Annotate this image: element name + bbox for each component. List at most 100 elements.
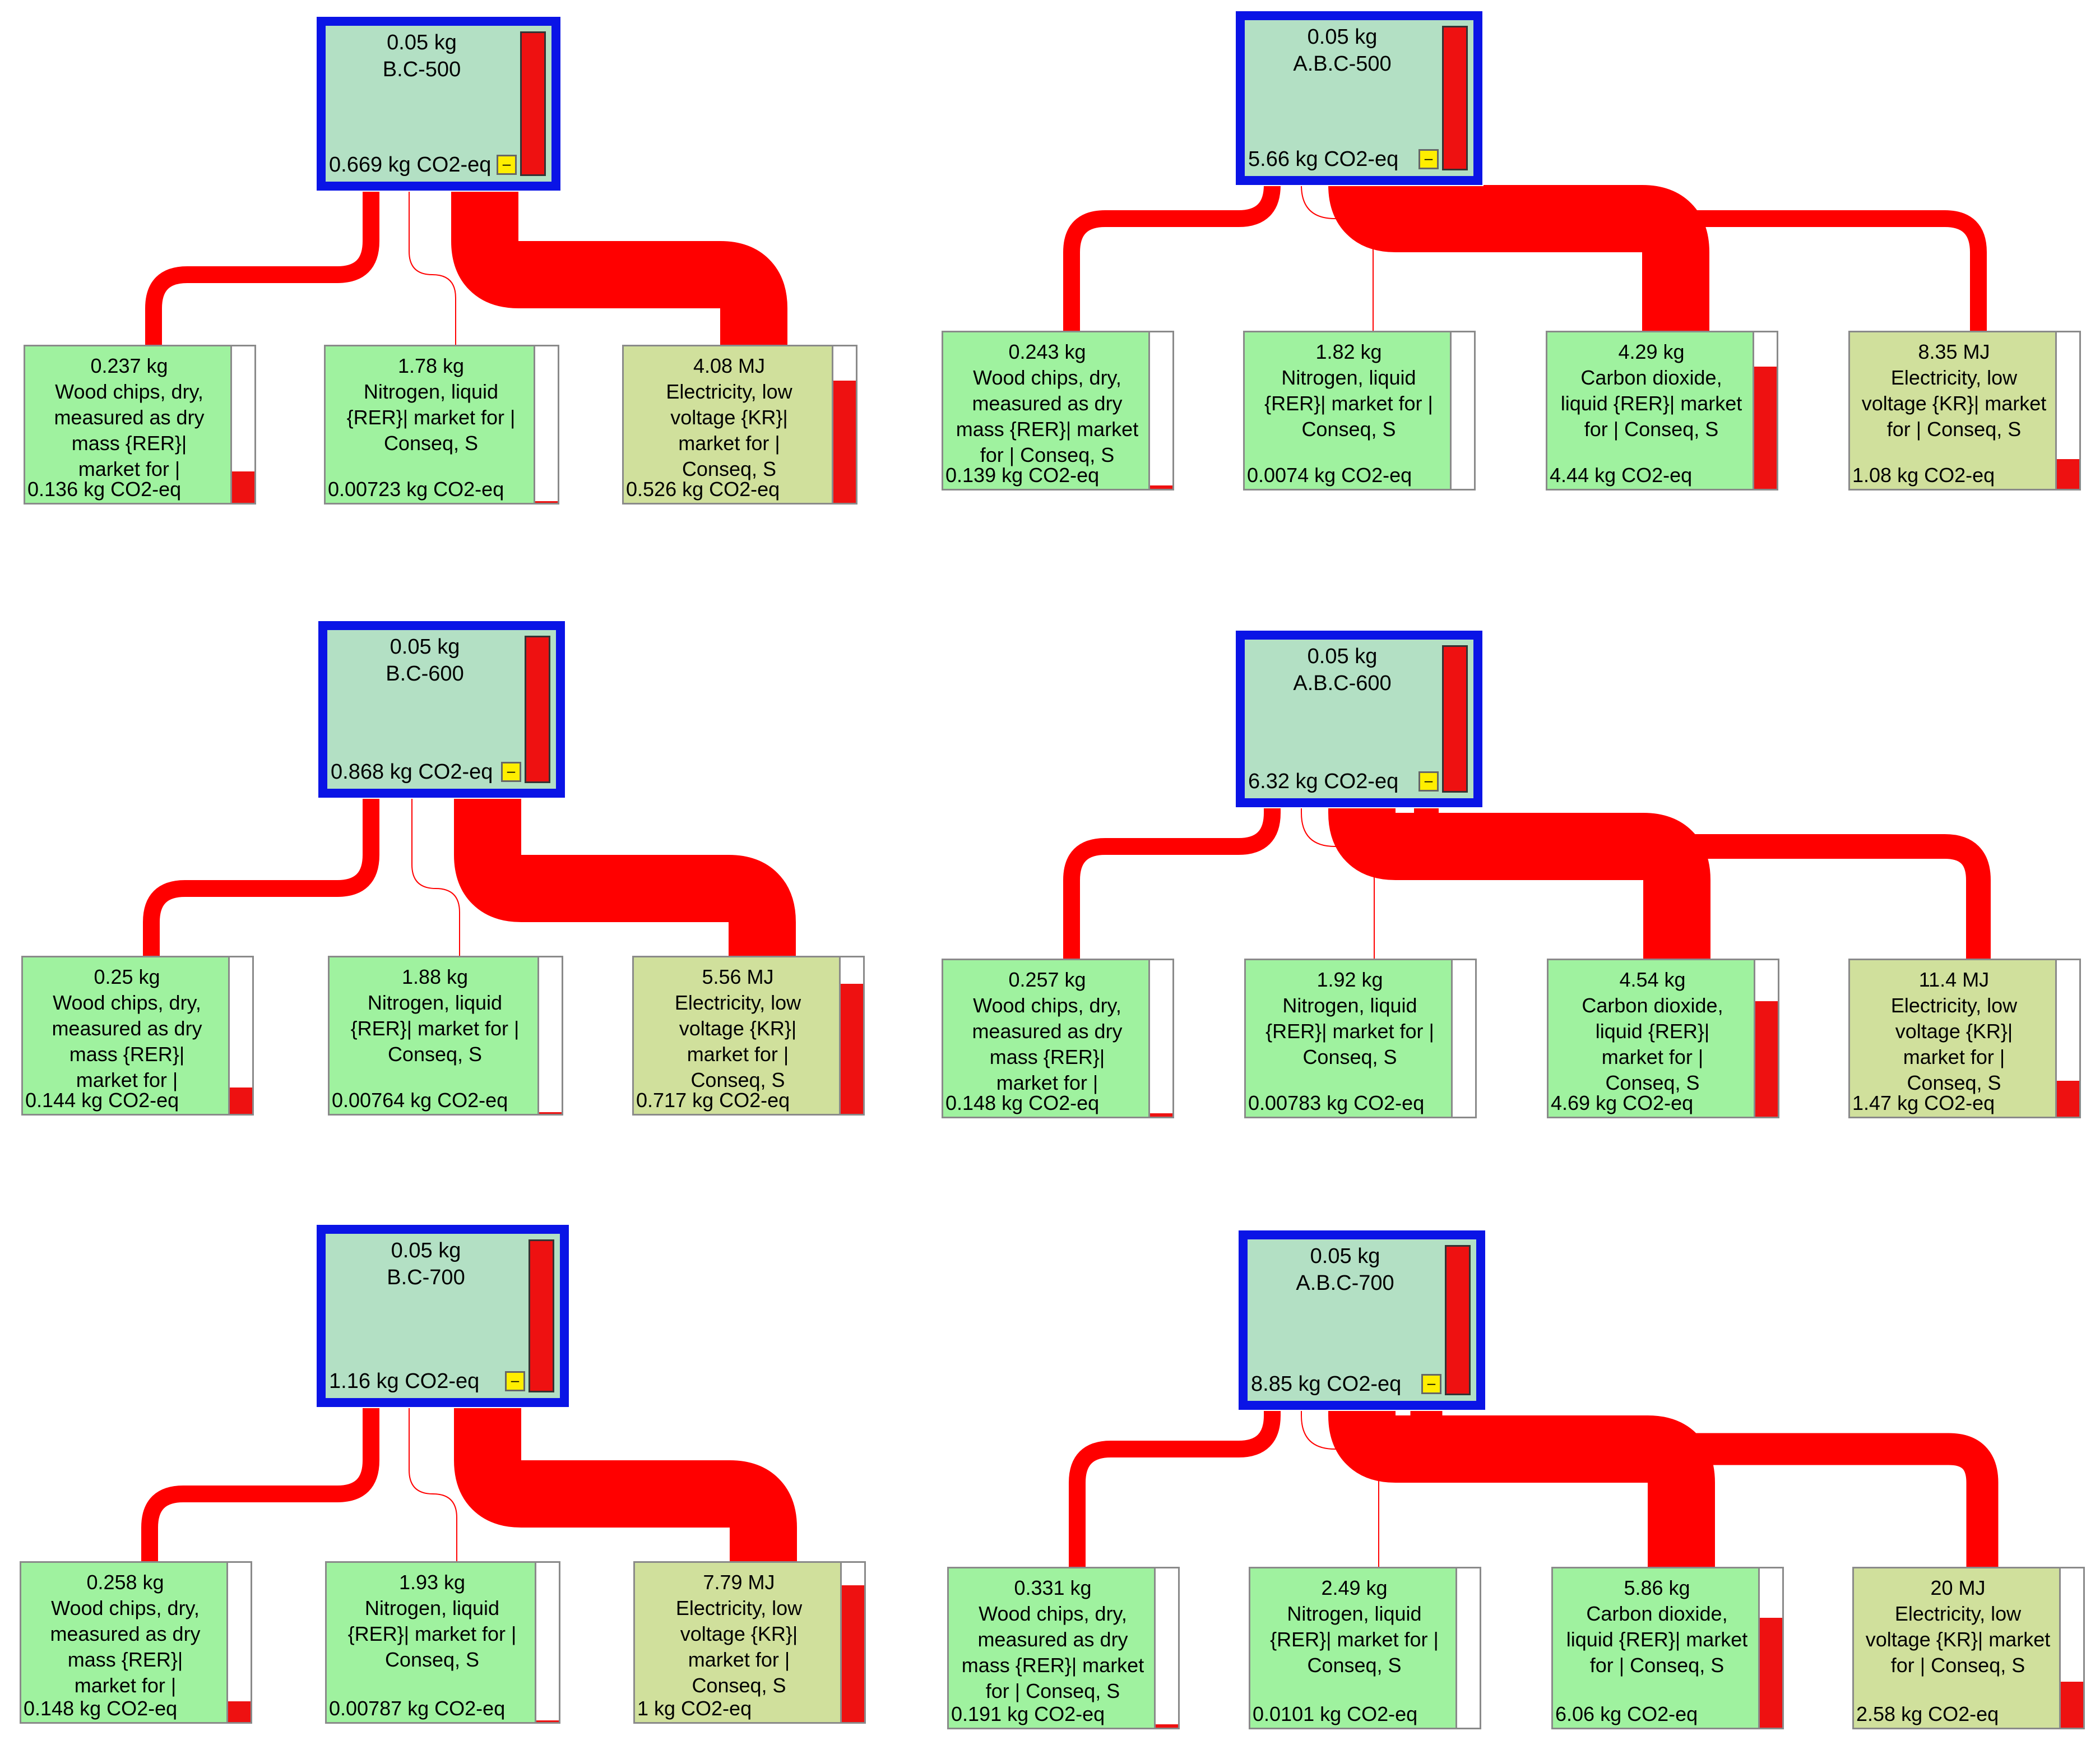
child-impact-1-1: 0.0074 kg CO2-eq bbox=[1247, 464, 1412, 487]
flow-line-3-3 bbox=[1414, 800, 1991, 964]
child-impact-bar-3-0 bbox=[1148, 960, 1172, 1117]
child-impact-bar-3-2-fill bbox=[1755, 1001, 1778, 1117]
child-impact-bar-1-3-fill bbox=[2057, 459, 2079, 489]
collapse-button-4[interactable]: – bbox=[505, 1371, 525, 1391]
child-name-0-0: Wood chips, dry, measured as dry mass {R… bbox=[54, 380, 205, 480]
root-impact-bar-3 bbox=[1442, 645, 1468, 793]
child-process-2-0[interactable]: 0.25 kg Wood chips, dry, measured as dry … bbox=[21, 956, 254, 1116]
collapse-button-5[interactable]: – bbox=[1421, 1374, 1441, 1394]
child-amount-5-0: 0.331 kg bbox=[1014, 1576, 1092, 1599]
child-impact-bar-2-2 bbox=[839, 957, 863, 1114]
flow-line-1-3 bbox=[1418, 177, 1987, 336]
child-impact-0-1: 0.00723 kg CO2-eq bbox=[328, 478, 504, 501]
child-name-2-1: Nitrogen, liquid {RER}| market for | Con… bbox=[350, 991, 520, 1066]
root-label-1: 0.05 kg A.B.C-500 bbox=[1245, 24, 1440, 77]
child-name-5-3: Electricity, low voltage {KR}| market fo… bbox=[1865, 1602, 2051, 1677]
flow-line-2-1 bbox=[411, 792, 460, 961]
child-impact-5-3: 2.58 kg CO2-eq bbox=[1856, 1702, 1999, 1725]
flow-line-2-2 bbox=[454, 792, 796, 961]
child-process-0-1[interactable]: 1.78 kg Nitrogen, liquid {RER}| market fo… bbox=[324, 345, 559, 505]
child-amount-2-0: 0.25 kg bbox=[94, 965, 160, 988]
root-impact-bar-2 bbox=[525, 636, 550, 783]
child-amount-3-1: 1.92 kg bbox=[1316, 968, 1383, 991]
child-impact-3-3: 1.47 kg CO2-eq bbox=[1852, 1091, 1995, 1114]
child-amount-5-2: 5.86 kg bbox=[1624, 1576, 1690, 1599]
child-impact-bar-4-0 bbox=[226, 1563, 251, 1722]
child-amount-1-1: 1.82 kg bbox=[1315, 340, 1382, 363]
collapse-button-2[interactable]: – bbox=[501, 762, 521, 782]
child-amount-4-1: 1.93 kg bbox=[398, 1571, 466, 1594]
child-impact-3-2: 4.69 kg CO2-eq bbox=[1551, 1091, 1694, 1114]
child-impact-bar-0-2-fill bbox=[833, 381, 856, 503]
child-impact-bar-2-1 bbox=[537, 957, 562, 1114]
root-name-5: A.B.C-700 bbox=[1296, 1271, 1394, 1295]
collapse-button-0[interactable]: – bbox=[497, 155, 517, 175]
child-amount-0-1: 1.78 kg bbox=[397, 354, 465, 377]
flow-line-2-0 bbox=[143, 792, 379, 961]
child-impact-bar-4-2 bbox=[840, 1563, 864, 1722]
flow-line-0-0 bbox=[145, 185, 379, 350]
root-name-1: A.B.C-500 bbox=[1293, 52, 1392, 76]
child-name-2-0: Wood chips, dry, measured as dry mass {R… bbox=[52, 991, 202, 1091]
collapse-button-1[interactable]: – bbox=[1418, 149, 1439, 169]
child-name-4-0: Wood chips, dry, measured as dry mass {R… bbox=[50, 1596, 201, 1697]
child-impact-bar-0-1-fill bbox=[535, 501, 558, 503]
root-impact-bar-1 bbox=[1442, 26, 1468, 170]
child-impact-0-0: 0.136 kg CO2-eq bbox=[27, 478, 182, 501]
root-impact-2: 0.868 kg CO2-eq bbox=[331, 760, 493, 784]
root-amount-1: 0.05 kg bbox=[1307, 25, 1378, 49]
root-impact-bar-0-fill bbox=[522, 33, 544, 174]
root-amount-2: 0.05 kg bbox=[390, 635, 460, 659]
collapse-button-3[interactable]: – bbox=[1418, 771, 1439, 792]
child-impact-1-2: 4.44 kg CO2-eq bbox=[1550, 464, 1693, 487]
root-impact-0: 0.669 kg CO2-eq bbox=[329, 153, 492, 177]
child-label-0-1: 1.78 kg Nitrogen, liquid {RER}| market fo… bbox=[326, 353, 536, 456]
child-amount-4-2: 7.79 MJ bbox=[703, 1571, 775, 1594]
child-impact-5-1: 0.0101 kg CO2-eq bbox=[1253, 1702, 1418, 1725]
child-name-0-1: Nitrogen, liquid {RER}| market for | Con… bbox=[346, 380, 516, 455]
child-impact-5-0: 0.191 kg CO2-eq bbox=[951, 1702, 1105, 1725]
child-impact-bar-5-0-fill bbox=[1156, 1724, 1178, 1728]
flow-line-0-1 bbox=[409, 185, 456, 350]
root-impact-4: 1.16 kg CO2-eq bbox=[329, 1369, 480, 1393]
child-amount-3-0: 0.257 kg bbox=[1008, 968, 1086, 991]
root-impact-1: 5.66 kg CO2-eq bbox=[1248, 147, 1399, 171]
child-impact-bar-0-1 bbox=[534, 346, 558, 503]
flow-line-5-0 bbox=[1069, 1404, 1281, 1572]
child-impact-bar-2-2-fill bbox=[841, 984, 863, 1114]
flow-line-1-2 bbox=[1328, 151, 1709, 336]
flow-line-0-2 bbox=[451, 185, 787, 350]
child-amount-2-2: 5.56 MJ bbox=[702, 965, 774, 988]
root-process-1[interactable]: 0.05 kg A.B.C-500 5.66 kg CO2-eq– bbox=[1235, 10, 1484, 186]
